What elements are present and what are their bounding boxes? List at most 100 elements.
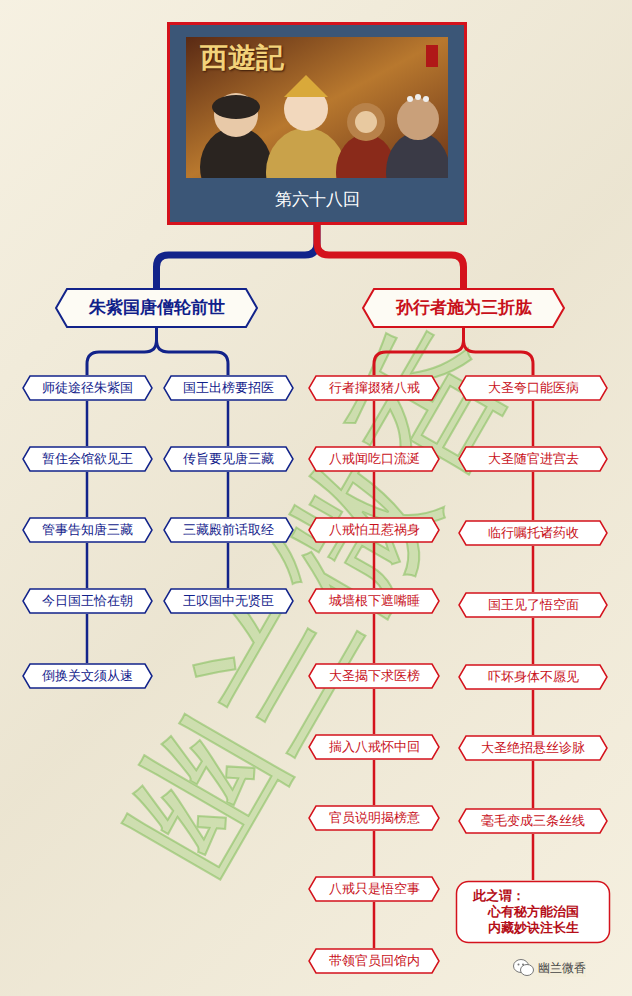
text-holder: 大圣绝招悬丝诊脉 <box>458 735 608 761</box>
topic-text: 传旨要见唐三藏 <box>183 451 274 467</box>
topic-text: 国王见了悟空面 <box>488 597 579 613</box>
topic-box: 揣入八戒怀中回 <box>308 734 440 760</box>
topic-text: 师徒途径朱紫国 <box>42 380 133 396</box>
topic-box: 城墙根下遮嘴睡 <box>308 588 440 614</box>
text-holder: 今日国王恰在朝 <box>22 588 153 614</box>
topic-box: 临行嘱托诸药收 <box>458 520 608 546</box>
topic-box: 吓坏身体不愿见 <box>458 664 608 690</box>
topic-text: 心有秘方能治国 <box>488 904 579 920</box>
topic-text: 揣入八戒怀中回 <box>329 739 420 755</box>
topic-text: 暂住会馆欲见王 <box>42 451 133 467</box>
text-holder: 暂住会馆欲见王 <box>22 446 153 472</box>
text-holder: 大圣随官进宫去 <box>458 446 608 472</box>
topic-box: 大圣绝招悬丝诊脉 <box>458 735 608 761</box>
logo-text: 幽兰微香 <box>538 960 586 977</box>
connector-line <box>157 328 229 375</box>
topic-text: 三藏殿前话取经 <box>183 522 274 538</box>
connector-line <box>86 614 89 663</box>
topic-box: 八戒只是悟空事 <box>308 876 440 902</box>
text-holder: 国王见了悟空面 <box>458 592 608 618</box>
connector-line <box>532 834 535 880</box>
topic-box: 国王出榜要招医 <box>163 375 294 401</box>
connector-line <box>227 401 230 446</box>
connector-line <box>227 543 230 588</box>
topic-text: 行者撺掇猪八戒 <box>329 380 420 396</box>
connector-line <box>373 614 376 663</box>
branch-heading: 孙行者施为三折肱 <box>362 288 565 328</box>
topic-box: 国王见了悟空面 <box>458 592 608 618</box>
topic-text: 王叹国中无贤臣 <box>183 593 274 609</box>
text-holder: 城墙根下遮嘴睡 <box>308 588 440 614</box>
connector-line <box>373 760 376 805</box>
text-holder: 朱紫国唐僧轮前世 <box>55 288 258 328</box>
topic-text: 大圣夸口能医病 <box>488 380 579 396</box>
topic-box: 暂住会馆欲见王 <box>22 446 153 472</box>
topic-text: 吓坏身体不愿见 <box>488 669 579 685</box>
text-holder: 毫毛变成三条丝线 <box>458 808 608 834</box>
topic-text: 今日国王恰在朝 <box>42 593 133 609</box>
topic-text: 毫毛变成三条丝线 <box>481 813 585 829</box>
topic-text: 大圣揭下求医榜 <box>329 668 420 684</box>
text-holder: 传旨要见唐三藏 <box>163 446 294 472</box>
connector-line <box>87 328 157 375</box>
connector-line <box>373 831 376 876</box>
connector-line <box>373 472 376 517</box>
topic-box: 今日国王恰在朝 <box>22 588 153 614</box>
connector-line <box>86 472 89 517</box>
topic-box: 师徒途径朱紫国 <box>22 375 153 401</box>
topic-box: 毫毛变成三条丝线 <box>458 808 608 834</box>
connector-line <box>532 618 535 664</box>
text-holder: 此之谓：心有秘方能治国内藏妙诀注长生 <box>455 880 611 944</box>
topic-box: 大圣随官进宫去 <box>458 446 608 472</box>
heading-text: 朱紫国唐僧轮前世 <box>89 297 225 318</box>
connector-line <box>227 472 230 517</box>
text-holder: 临行嘱托诸药收 <box>458 520 608 546</box>
topic-text: 内藏妙诀注长生 <box>488 920 579 936</box>
topic-text: 临行嘱托诸药收 <box>488 525 579 541</box>
connector-line <box>157 225 318 288</box>
text-holder: 吓坏身体不愿见 <box>458 664 608 690</box>
topic-box: 王叹国中无贤臣 <box>163 588 294 614</box>
text-holder: 师徒途径朱紫国 <box>22 375 153 401</box>
topic-text: 大圣随官进宫去 <box>488 451 579 467</box>
connector-line <box>373 401 376 446</box>
chapter-box: 西遊記第六十八回 <box>167 22 467 225</box>
connector-line <box>373 543 376 588</box>
connector-line <box>532 401 535 446</box>
text-holder: 孙行者施为三折肱 <box>362 288 565 328</box>
topic-text: 八戒怕丑惹祸身 <box>329 522 420 538</box>
connector-line <box>464 328 534 375</box>
topic-box: 管事告知唐三藏 <box>22 517 153 543</box>
text-holder: 八戒怕丑惹祸身 <box>308 517 440 543</box>
topic-text: 管事告知唐三藏 <box>42 522 133 538</box>
topic-text: 大圣绝招悬丝诊脉 <box>481 740 585 756</box>
poster-title: 西遊記 <box>200 39 284 77</box>
topic-box: 大圣揭下求医榜 <box>308 663 440 689</box>
text-holder: 大圣揭下求医榜 <box>308 663 440 689</box>
text-holder: 揣入八戒怀中回 <box>308 734 440 760</box>
chapter-title: 第六十八回 <box>275 189 360 210</box>
topic-box: 倒换关文须从速 <box>22 663 153 689</box>
topic-box: 行者撺掇猪八戒 <box>308 375 440 401</box>
text-holder: 倒换关文须从速 <box>22 663 153 689</box>
text-holder: 八戒闻吃口流涎 <box>308 446 440 472</box>
text-holder: 三藏殿前话取经 <box>163 517 294 543</box>
wechat-icon <box>513 958 535 978</box>
heading-text: 孙行者施为三折肱 <box>396 297 532 318</box>
topic-box: 八戒怕丑惹祸身 <box>308 517 440 543</box>
topic-text: 带领官员回馆内 <box>329 953 420 969</box>
topic-text: 八戒闻吃口流涎 <box>329 451 420 467</box>
topic-box: 八戒闻吃口流涎 <box>308 446 440 472</box>
topic-text: 城墙根下遮嘴睡 <box>329 593 420 609</box>
text-holder: 管事告知唐三藏 <box>22 517 153 543</box>
text-holder: 官员说明揭榜意 <box>308 805 440 831</box>
topic-text: 官员说明揭榜意 <box>329 810 420 826</box>
text-holder: 王叹国中无贤臣 <box>163 588 294 614</box>
text-holder: 第六十八回 <box>170 25 464 222</box>
text-holder: 国王出榜要招医 <box>163 375 294 401</box>
text-holder: 八戒只是悟空事 <box>308 876 440 902</box>
connector-line <box>532 690 535 735</box>
topic-text: 国王出榜要招医 <box>183 380 274 396</box>
text-holder: 带领官员回馆内 <box>308 948 440 974</box>
